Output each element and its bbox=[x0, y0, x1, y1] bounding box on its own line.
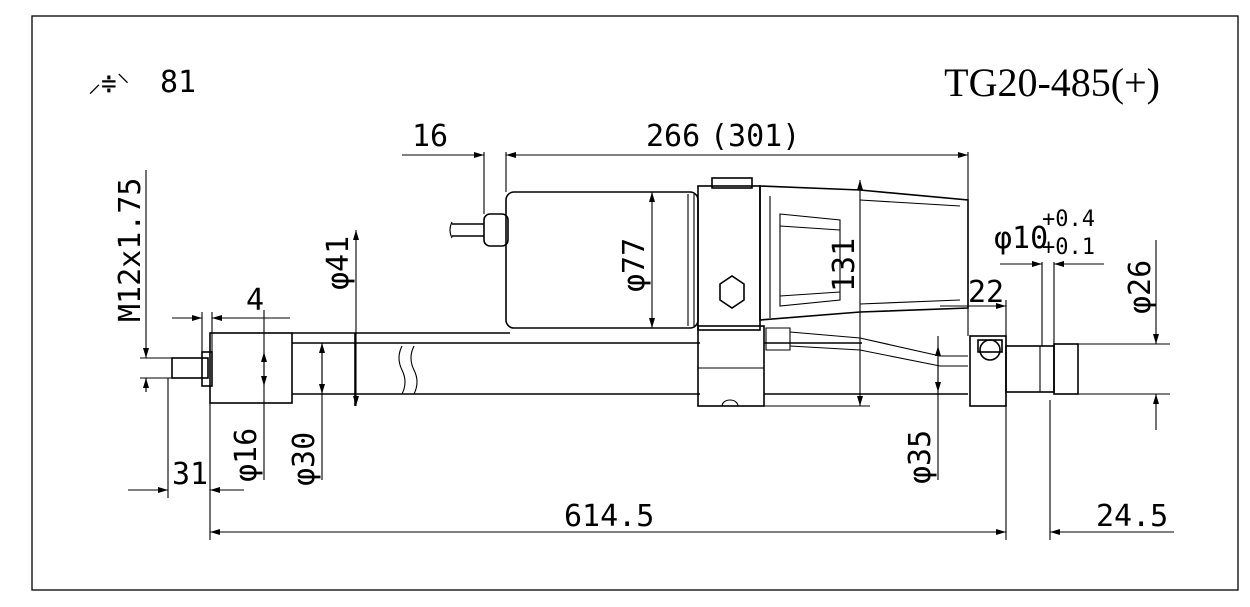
svg-text:φ35: φ35 bbox=[903, 430, 938, 484]
sheet-ref: ⸝≑⸌ 81 bbox=[88, 65, 196, 100]
svg-text:φ16: φ16 bbox=[229, 428, 264, 482]
svg-text:φ77: φ77 bbox=[617, 238, 652, 292]
svg-text:4: 4 bbox=[246, 283, 264, 318]
dim-41: φ41 bbox=[321, 230, 359, 406]
inner-tube bbox=[292, 342, 355, 395]
dim-77: φ77 bbox=[617, 192, 655, 328]
svg-text:φ41: φ41 bbox=[321, 236, 356, 290]
dim-35: φ35 bbox=[903, 336, 941, 484]
lower-tube bbox=[764, 327, 1007, 407]
model-title: TG20-485(+) bbox=[944, 60, 1160, 105]
svg-text:22: 22 bbox=[968, 275, 1004, 310]
svg-text:M12x1.75: M12x1.75 bbox=[113, 178, 148, 323]
dim-10: φ10 +0.4 +0.1 bbox=[994, 207, 1104, 346]
svg-text:+0.4: +0.4 bbox=[1042, 207, 1095, 232]
rod-end bbox=[209, 332, 293, 404]
svg-text:φ30: φ30 bbox=[287, 432, 322, 486]
svg-text:(301): (301) bbox=[710, 119, 800, 154]
dim-22: 22 bbox=[940, 275, 1006, 336]
rear-clevis bbox=[1005, 343, 1079, 395]
motor bbox=[449, 191, 699, 329]
svg-text:+0.1: +0.1 bbox=[1042, 235, 1095, 260]
dim-245: 24.5 bbox=[1049, 400, 1174, 540]
svg-text:φ10: φ10 bbox=[994, 221, 1048, 256]
drawing-border bbox=[31, 15, 1239, 591]
clamp-block bbox=[697, 177, 765, 407]
svg-text:614.5: 614.5 bbox=[564, 499, 654, 534]
svg-text:131: 131 bbox=[827, 238, 862, 292]
svg-text:16: 16 bbox=[412, 119, 448, 154]
svg-text:⸝≑⸌: ⸝≑⸌ bbox=[88, 69, 130, 99]
outer-tube bbox=[292, 332, 700, 406]
dim-614: 614.5 bbox=[210, 300, 1007, 540]
break-marks bbox=[398, 345, 418, 395]
svg-text:81: 81 bbox=[160, 65, 196, 100]
svg-text:31: 31 bbox=[172, 457, 208, 492]
svg-text:24.5: 24.5 bbox=[1096, 499, 1168, 534]
svg-text:266: 266 bbox=[646, 119, 700, 154]
dim-16dia: φ16 bbox=[229, 310, 267, 482]
gear-housing bbox=[759, 185, 969, 321]
dim-131: 131 bbox=[764, 180, 870, 407]
dim-26: φ26 bbox=[1078, 240, 1170, 430]
dim-31: 31 bbox=[128, 378, 244, 540]
thread-stud bbox=[171, 351, 213, 387]
dim-top: 16 266 (301) bbox=[402, 119, 969, 214]
dim-30: φ30 bbox=[287, 343, 325, 486]
dim-4: 4 bbox=[172, 283, 290, 352]
svg-text:φ26: φ26 bbox=[1123, 260, 1158, 314]
dim-thread: M12x1.75 bbox=[113, 170, 172, 392]
